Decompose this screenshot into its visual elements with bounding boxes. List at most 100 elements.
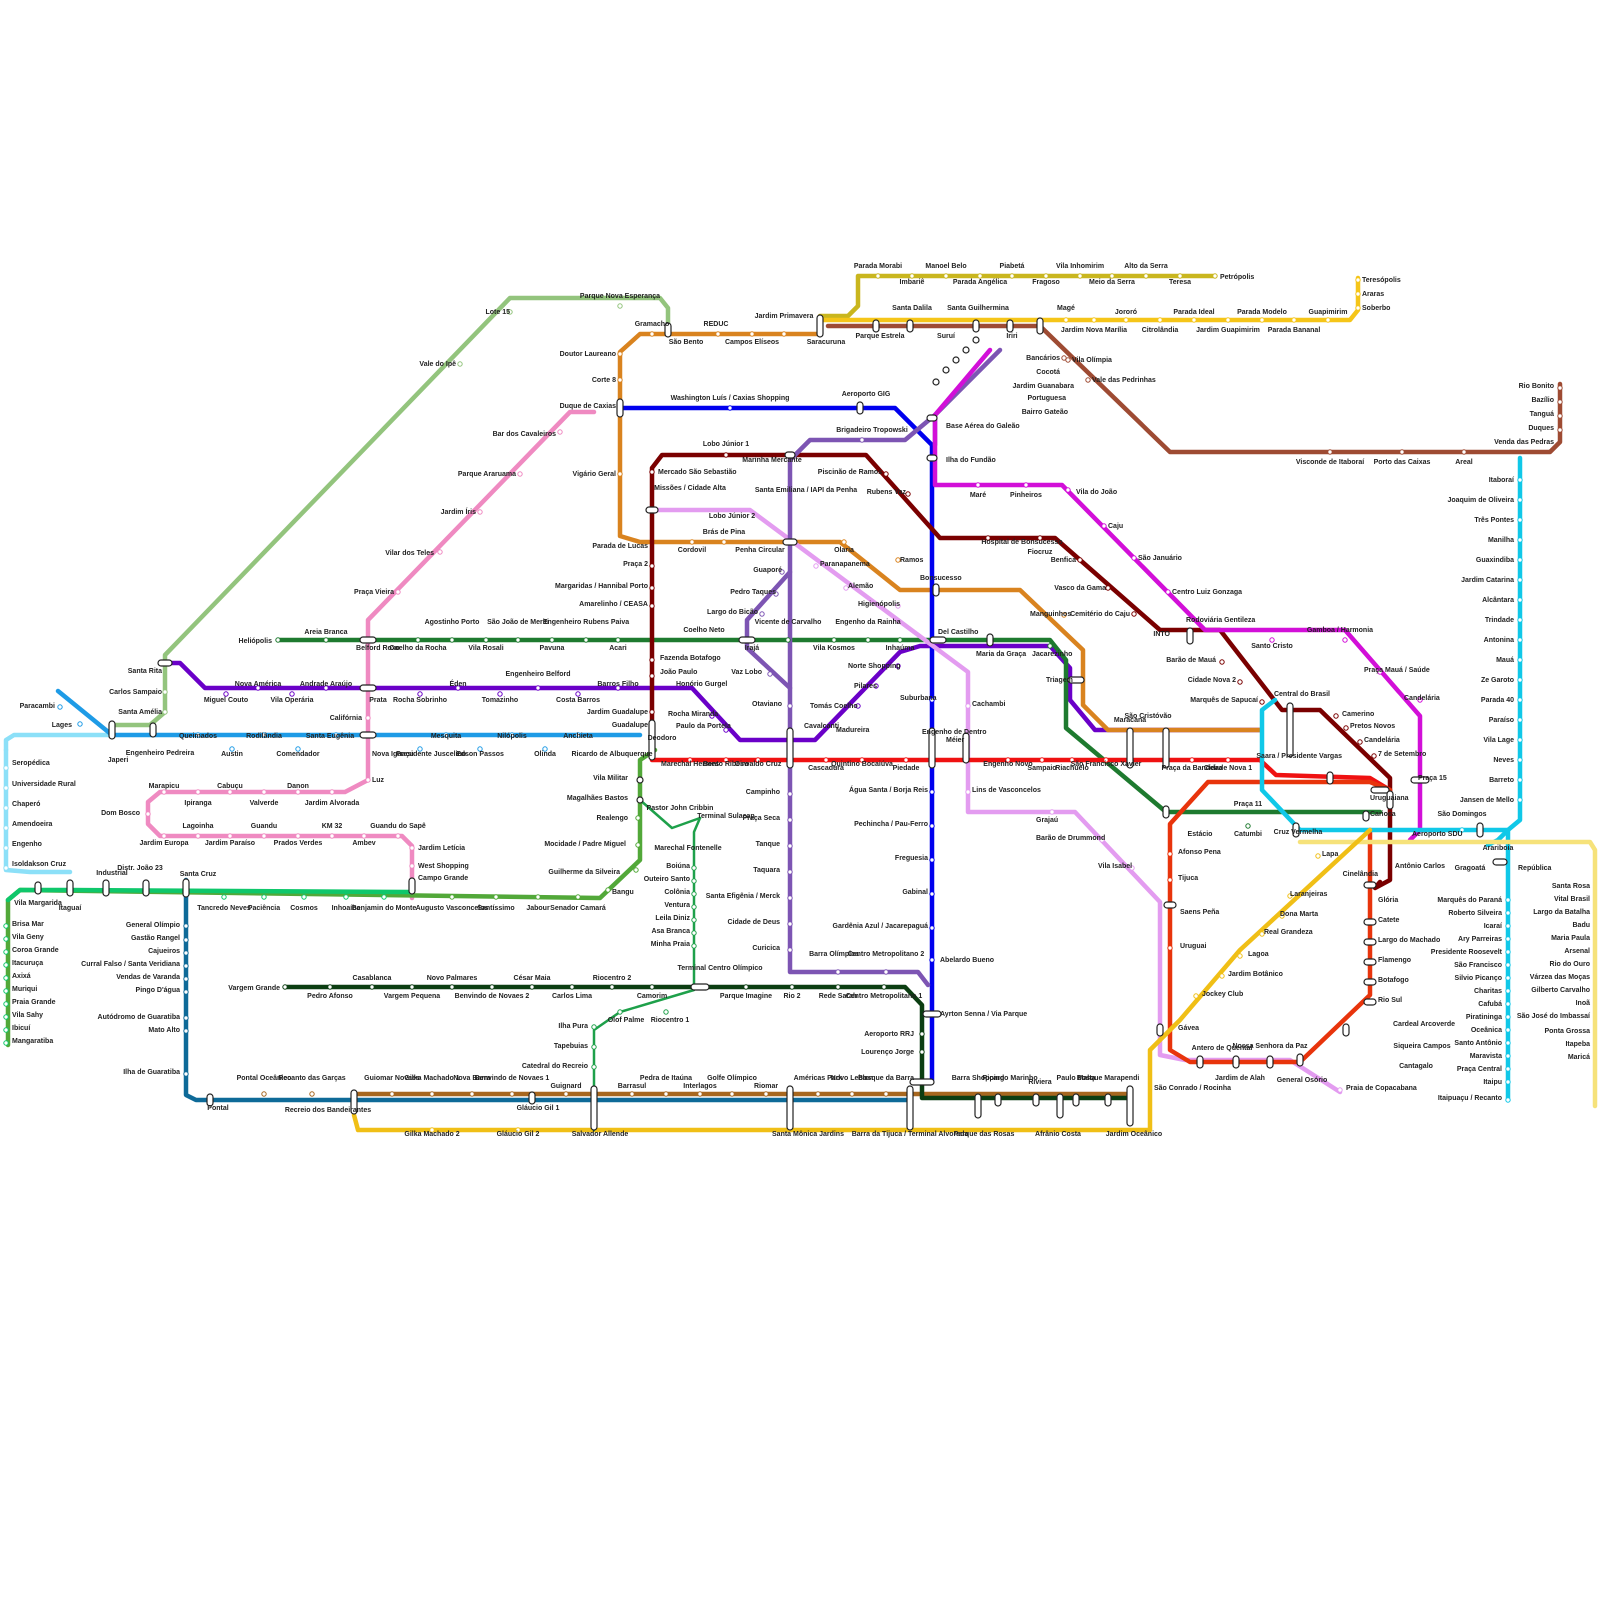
station-s418[interactable] <box>1505 962 1511 968</box>
station-s334[interactable] <box>985 535 991 541</box>
station-s189[interactable] <box>687 757 693 763</box>
interchange-marker-62[interactable] <box>1342 1023 1350 1037</box>
station-s127[interactable] <box>689 539 695 545</box>
station-s257[interactable] <box>429 1091 435 1097</box>
station-s108[interactable] <box>329 833 335 839</box>
station-s34[interactable] <box>3 975 9 981</box>
interchange-marker-27[interactable] <box>1067 676 1085 684</box>
station-s73[interactable] <box>289 691 295 697</box>
station-s424[interactable] <box>1505 1040 1511 1046</box>
station-s174[interactable] <box>843 585 849 591</box>
station-s240[interactable] <box>569 984 575 990</box>
interchange-marker-40[interactable] <box>1362 810 1370 822</box>
interchange-marker-33[interactable] <box>1162 727 1170 769</box>
station-s414[interactable] <box>1505 910 1511 916</box>
station-s397[interactable] <box>1517 497 1523 503</box>
interchange-marker-83[interactable] <box>932 378 940 386</box>
station-s369[interactable] <box>1259 931 1265 937</box>
station-s304[interactable] <box>1225 317 1231 323</box>
station-s312[interactable] <box>1065 357 1071 363</box>
station-s269[interactable] <box>883 1091 889 1097</box>
station-s49[interactable] <box>221 894 227 900</box>
station-s105[interactable] <box>145 811 151 817</box>
station-s319[interactable] <box>1023 482 1029 488</box>
station-s30[interactable] <box>3 923 9 929</box>
station-s167[interactable] <box>831 637 837 643</box>
station-s69[interactable] <box>162 689 168 695</box>
station-s74[interactable] <box>323 685 329 691</box>
station-s181[interactable] <box>929 697 935 703</box>
station-s154[interactable] <box>649 709 655 715</box>
station-s419[interactable] <box>1505 975 1511 981</box>
station-s209[interactable] <box>787 921 793 927</box>
station-s389[interactable] <box>1557 399 1563 405</box>
station-s42[interactable] <box>183 950 189 956</box>
station-s266[interactable] <box>763 1091 769 1097</box>
station-s173[interactable] <box>813 563 819 569</box>
interchange-marker-51[interactable] <box>1156 1023 1164 1037</box>
station-s195[interactable] <box>1005 757 1011 763</box>
station-s125[interactable] <box>617 471 623 477</box>
station-s109[interactable] <box>395 833 401 839</box>
interchange-marker-36[interactable] <box>1326 771 1334 785</box>
interchange-marker-64[interactable] <box>922 1010 942 1018</box>
station-s93[interactable] <box>517 471 523 477</box>
station-s79[interactable] <box>535 685 541 691</box>
station-s103[interactable] <box>261 789 267 795</box>
interchange-marker-16[interactable] <box>664 322 672 338</box>
interchange-marker-24[interactable] <box>932 583 940 597</box>
station-s5[interactable] <box>195 732 201 738</box>
station-s251[interactable] <box>591 1064 597 1070</box>
station-s289[interactable] <box>1077 273 1083 279</box>
station-s100[interactable] <box>227 789 233 795</box>
station-s428[interactable] <box>1505 1097 1511 1103</box>
station-s229[interactable] <box>691 917 697 923</box>
station-s262[interactable] <box>629 1091 635 1097</box>
station-s301[interactable] <box>1123 317 1129 323</box>
station-s185[interactable] <box>965 789 971 795</box>
station-s407[interactable] <box>1517 697 1523 703</box>
station-s50[interactable] <box>261 894 267 900</box>
station-s206[interactable] <box>787 843 793 849</box>
station-s426[interactable] <box>1505 1066 1511 1072</box>
station-s244[interactable] <box>789 984 795 990</box>
station-s9[interactable] <box>333 732 339 738</box>
station-s20[interactable] <box>3 785 9 791</box>
station-s176[interactable] <box>895 663 901 669</box>
station-s259[interactable] <box>509 1091 515 1097</box>
station-s239[interactable] <box>529 984 535 990</box>
interchange-marker-82[interactable] <box>942 366 950 374</box>
station-s293[interactable] <box>1212 273 1218 279</box>
station-s384[interactable] <box>1459 827 1465 833</box>
station-s307[interactable] <box>1325 317 1331 323</box>
station-s186[interactable] <box>1049 809 1055 815</box>
interchange-marker-31[interactable] <box>962 732 970 764</box>
station-s309[interactable] <box>1355 291 1361 297</box>
station-s131[interactable] <box>841 539 847 545</box>
station-s204[interactable] <box>787 791 793 797</box>
station-s343[interactable] <box>1343 725 1349 731</box>
station-s264[interactable] <box>697 1091 703 1097</box>
station-s308[interactable] <box>1355 277 1361 283</box>
station-s207[interactable] <box>787 869 793 875</box>
station-s235[interactable] <box>369 984 375 990</box>
station-s91[interactable] <box>615 637 621 643</box>
station-s149[interactable] <box>649 563 655 569</box>
station-s320[interactable] <box>1065 487 1071 493</box>
interchange-marker-38[interactable] <box>1386 790 1394 810</box>
interchange-marker-18[interactable] <box>616 398 624 418</box>
station-s115[interactable] <box>409 863 415 869</box>
station-s400[interactable] <box>1517 557 1523 563</box>
station-s35[interactable] <box>3 988 9 994</box>
station-s246[interactable] <box>881 984 887 990</box>
station-s32[interactable] <box>3 949 9 955</box>
interchange-marker-79[interactable] <box>952 356 960 364</box>
station-s187[interactable] <box>1099 837 1105 843</box>
station-s89[interactable] <box>549 637 555 643</box>
station-s358[interactable] <box>1167 945 1173 951</box>
station-s422[interactable] <box>1505 1014 1511 1020</box>
station-s388[interactable] <box>1557 385 1563 391</box>
station-s333[interactable] <box>1037 535 1043 541</box>
station-s237[interactable] <box>449 984 455 990</box>
station-s302[interactable] <box>1157 317 1163 323</box>
